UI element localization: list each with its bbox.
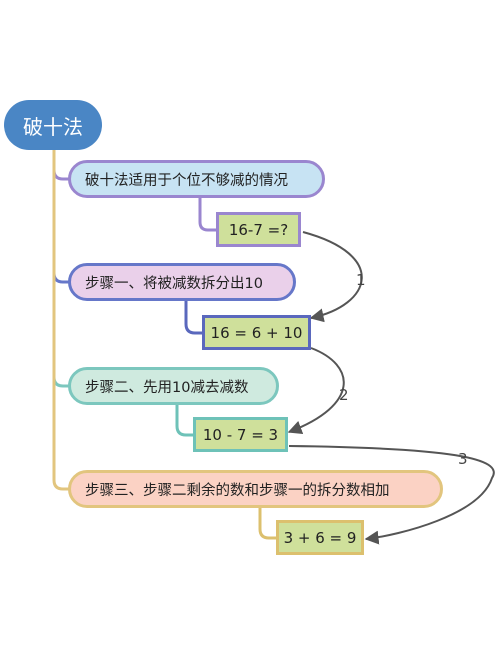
formula-node-3[interactable]: 10 - 7 = 3 (193, 417, 288, 452)
topic-node-4[interactable]: 步骤三、步骤二剩余的数和步骤一的拆分数相加 (68, 470, 443, 508)
topic-node-2[interactable]: 步骤一、将被减数拆分出10 (68, 263, 296, 301)
step-arrow-2 (287, 347, 345, 435)
sub-line-1 (198, 198, 218, 232)
root-node[interactable]: 破十法 (4, 100, 102, 150)
branch-line-3 (52, 150, 70, 388)
step-arrow-1 (302, 231, 363, 323)
sub-line-3 (175, 405, 195, 437)
formula-node-1[interactable]: 16-7 =? (216, 212, 301, 247)
branch-line-2 (52, 150, 70, 284)
step-label-1: 1 (356, 271, 366, 289)
formula-node-2[interactable]: 16 = 6 + 10 (202, 315, 311, 350)
sub-line-2 (184, 301, 204, 335)
step-label-3: 3 (458, 450, 468, 468)
formula-node-4[interactable]: 3 + 6 = 9 (276, 520, 364, 555)
topic-node-1[interactable]: 破十法适用于个位不够减的情况 (68, 160, 325, 198)
sub-line-4 (258, 508, 278, 540)
branch-line-4 (52, 150, 70, 491)
step-label-2: 2 (339, 386, 349, 404)
step-arrow-3 (288, 445, 495, 545)
topic-node-3[interactable]: 步骤二、先用10减去减数 (68, 367, 279, 405)
